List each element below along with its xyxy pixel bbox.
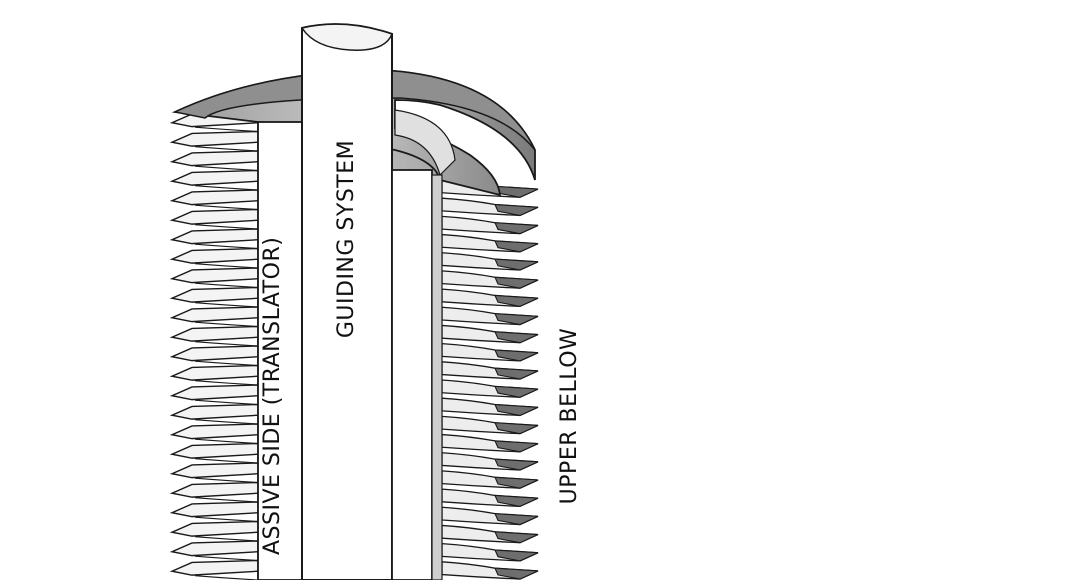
bellow-left-convolution: [169, 306, 259, 323]
bellow-left-convolution: [169, 130, 259, 147]
translator-plate: [257, 121, 303, 581]
bellow-left-convolution: [169, 286, 259, 303]
bellow-left-convolution: [169, 559, 259, 576]
flange-top-face: [172, 69, 536, 151]
bellow-left-fold-line: [194, 185, 259, 191]
bellow-left-fold-line: [194, 419, 259, 425]
bellow-right-shadow: [494, 567, 539, 580]
bellow-right-shadow: [494, 294, 539, 307]
bellow-right-shadow: [494, 494, 539, 507]
bellow-right-shadow: [494, 222, 539, 235]
bellow-right-shadow: [494, 367, 539, 380]
bellow-left-convolutions: [169, 111, 259, 581]
bellow-left-fold-line: [194, 243, 259, 250]
bellow-left-fold-line: [194, 438, 259, 445]
bellow-left-fold-line: [194, 224, 259, 230]
bellow-right-convolutions: [441, 179, 539, 580]
bellow-right-shadow: [494, 385, 539, 398]
bellow-left-convolution: [169, 208, 259, 225]
bellow-right-shadow: [494, 313, 539, 326]
bellow-right-shadow: [494, 349, 539, 362]
bellow-right-shadow: [494, 240, 539, 253]
bellow-right-shadow: [494, 258, 539, 271]
bellow-right-shadow: [494, 458, 539, 471]
bellow-right-shadow: [494, 422, 539, 435]
inner-tube: [391, 169, 433, 581]
bellow-right-shadow: [494, 531, 539, 544]
bellow-left-convolution: [169, 169, 259, 186]
bellow-right-shadow: [494, 549, 539, 562]
bellow-right-shadow: [494, 513, 539, 526]
bellow-left-fold-line: [194, 399, 259, 406]
bellow-right-shadow: [494, 476, 539, 489]
bellow-left-convolution: [169, 189, 259, 206]
bellow-left-fold-line: [194, 146, 259, 152]
bellow-left-convolution: [169, 325, 259, 342]
bellow-left-convolution: [169, 520, 259, 537]
bellow-left-fold-line: [194, 555, 259, 562]
bellow-right-shadow: [494, 331, 539, 344]
bellow-left-convolution: [169, 247, 259, 264]
bellow-left-convolution: [169, 501, 259, 518]
bellow-left-fold-line: [194, 477, 259, 484]
bellow-left-convolution: [169, 423, 259, 440]
bellow-left-fold-line: [194, 575, 259, 581]
bellow-left-convolution: [169, 442, 259, 459]
bellow-left-fold-line: [194, 204, 259, 211]
bellow-left-fold-line: [194, 497, 259, 503]
bellow-left-convolution: [169, 540, 259, 557]
bellow-right-shadow: [494, 440, 539, 453]
bellow-left-convolution: [169, 345, 259, 362]
bellow-left-convolution: [169, 364, 259, 381]
bellow-right-shadow: [494, 276, 539, 289]
bellow-left-fold-line: [194, 380, 259, 386]
bellow-left-fold-line: [194, 165, 259, 172]
inner-tube-wall: [431, 174, 443, 581]
inner-collar: [394, 109, 456, 177]
bellow-left-convolution: [169, 403, 259, 420]
bellow-left-fold-line: [194, 302, 259, 308]
bellow-left-fold-line: [194, 360, 259, 367]
bellow-right-shadow: [494, 403, 539, 417]
bellow-left-fold-line: [194, 321, 259, 328]
bellow-left-convolution: [169, 481, 259, 498]
bellow-left-convolution: [169, 462, 259, 479]
label-guiding-system: GUIDING SYSTEM: [334, 139, 359, 339]
bellow-left-fold-line: [194, 282, 259, 289]
label-upper-bellow: UPPER BELLOW: [557, 327, 582, 505]
bellow-left-fold-line: [194, 458, 259, 464]
bellow-right-shadow: [494, 203, 539, 217]
bellow-left-convolution: [169, 228, 259, 245]
bellow-left-convolution: [169, 150, 259, 167]
bellow-left-fold-line: [194, 516, 259, 523]
bellow-left-convolution: [169, 384, 259, 401]
bellow-left-fold-line: [194, 263, 259, 269]
label-passive-side: ASSIVE SIDE (TRANSLATOR): [260, 236, 285, 555]
bellow-left-fold-line: [194, 126, 259, 133]
guiding-rod-top: [300, 23, 393, 51]
bellow-left-convolution: [169, 267, 259, 284]
bellow-left-fold-line: [194, 341, 259, 347]
bellow-left-fold-line: [194, 536, 259, 542]
